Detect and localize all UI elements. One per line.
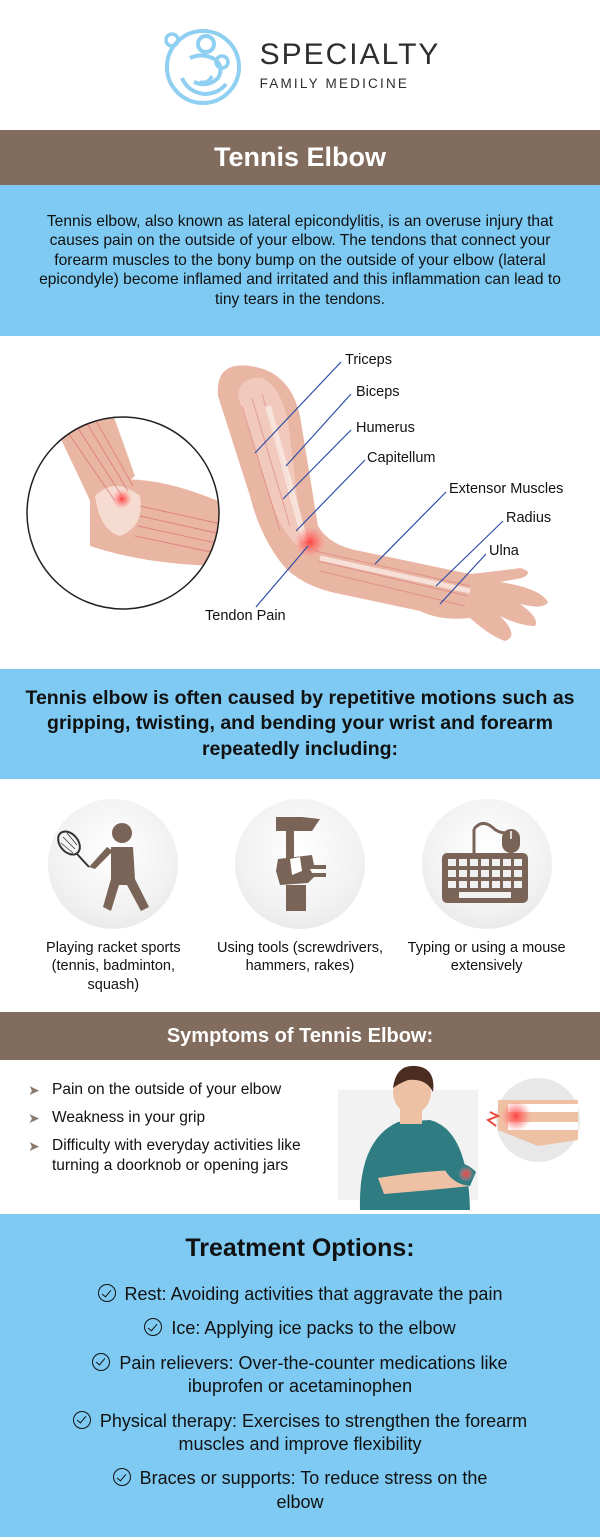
activity-icon-circle bbox=[48, 799, 179, 929]
label-leader-lines bbox=[254, 361, 504, 608]
treatment-section: Treatment Options: Rest: Avoiding activi… bbox=[0, 1214, 600, 1537]
chevron-right-icon: ➤ bbox=[28, 1138, 40, 1155]
activity-label: Playing racket sports (tennis, badminton… bbox=[46, 940, 181, 993]
brand-subtitle: FAMILY MEDICINE bbox=[259, 75, 410, 91]
activity-label: Using tools (screwdrivers, hammers, rake… bbox=[216, 940, 383, 975]
label-capitellum: Capitellum bbox=[367, 450, 436, 466]
label-ulna: Ulna bbox=[489, 543, 519, 559]
header: SPECIALTY FAMILY MEDICINE bbox=[0, 0, 600, 130]
check-circle-icon bbox=[144, 1318, 163, 1337]
treatment-item: Braces or supports: To reduce stress on … bbox=[0, 1467, 600, 1514]
tennis-player-icon bbox=[57, 823, 150, 911]
treatment-heading: Treatment Options: bbox=[185, 1234, 415, 1262]
label-extensor-muscles: Extensor Muscles bbox=[449, 481, 564, 497]
symptoms-list: ➤Pain on the outside of your elbow ➤Weak… bbox=[28, 1080, 338, 1185]
chevron-right-icon: ➤ bbox=[28, 1110, 40, 1127]
activities-section: Playing racket sports (tennis, badminton… bbox=[0, 779, 600, 1012]
check-circle-icon bbox=[112, 1468, 131, 1487]
intro-text: Tennis elbow, also known as lateral epic… bbox=[39, 212, 561, 308]
activity-icon-circle bbox=[234, 799, 365, 929]
brand: SPECIALTY FAMILY MEDICINE bbox=[259, 37, 441, 91]
activity-item: Playing racket sports (tennis, badminton… bbox=[28, 799, 198, 1012]
label-tendon-pain: Tendon Pain bbox=[205, 608, 286, 624]
activity-item: Using tools (screwdrivers, hammers, rake… bbox=[215, 799, 385, 1012]
label-biceps: Biceps bbox=[356, 384, 400, 400]
person-elbow-pain-illustration bbox=[338, 1065, 580, 1210]
title-bar: Tennis Elbow bbox=[0, 130, 600, 185]
symptom-item: ➤Pain on the outside of your elbow bbox=[28, 1081, 282, 1098]
hammer-tools-icon bbox=[275, 817, 326, 911]
family-circle-logo-icon bbox=[163, 29, 241, 105]
arm-illustration bbox=[217, 365, 548, 641]
keyboard-mouse-icon bbox=[441, 822, 528, 903]
page-title: Tennis Elbow bbox=[213, 142, 386, 172]
check-circle-icon bbox=[72, 1410, 91, 1429]
check-circle-icon bbox=[92, 1352, 111, 1371]
treatment-item: Ice: Applying ice packs to the elbow bbox=[0, 1317, 600, 1340]
symptom-item: ➤Weakness in your grip bbox=[28, 1109, 206, 1127]
cause-section: Tennis elbow is often caused by repetiti… bbox=[0, 669, 600, 779]
label-triceps: Triceps bbox=[345, 352, 392, 368]
activity-icon-circle bbox=[421, 799, 552, 929]
symptoms-heading: Symptoms of Tennis Elbow: bbox=[166, 1024, 434, 1047]
brand-name: SPECIALTY bbox=[259, 37, 441, 71]
arm-anatomy-svg bbox=[26, 361, 548, 641]
symptom-item: ➤Difficulty with everyday activities lik… bbox=[28, 1137, 301, 1175]
elbow-zoom-circle bbox=[26, 416, 220, 610]
check-circle-icon bbox=[97, 1284, 116, 1302]
activity-item: Typing or using a mouse extensively bbox=[402, 799, 572, 1012]
anatomy-illustration: Triceps Biceps Humerus Capitellum Extens… bbox=[0, 336, 600, 669]
chevron-right-icon: ➤ bbox=[28, 1082, 40, 1098]
label-humerus: Humerus bbox=[356, 420, 415, 436]
cause-text: Tennis elbow is often caused by repetiti… bbox=[25, 686, 575, 760]
treatment-item: Physical therapy: Exercises to strengthe… bbox=[0, 1410, 600, 1457]
treatment-item: Pain relievers: Over-the-counter medicat… bbox=[0, 1352, 600, 1399]
activity-label: Typing or using a mouse extensively bbox=[407, 940, 566, 975]
label-radius: Radius bbox=[506, 510, 552, 526]
intro-section: Tennis elbow, also known as lateral epic… bbox=[0, 185, 600, 336]
symptoms-section: ➤Pain on the outside of your elbow ➤Weak… bbox=[0, 1060, 600, 1214]
symptoms-heading-bar: Symptoms of Tennis Elbow: bbox=[0, 1012, 600, 1060]
treatment-item: Rest: Avoiding activities that aggravate… bbox=[0, 1283, 600, 1306]
